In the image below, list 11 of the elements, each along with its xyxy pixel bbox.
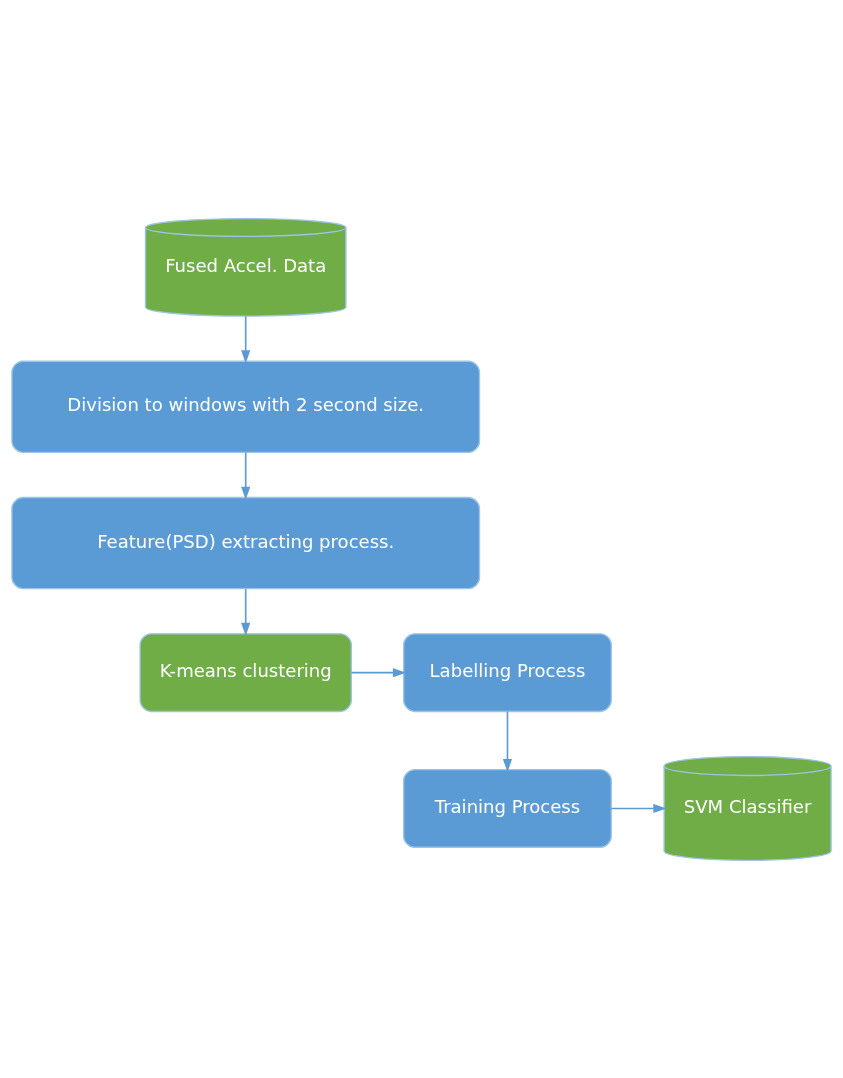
arrow <box>241 587 251 636</box>
arrow <box>350 667 407 677</box>
node-box: Labelling Process <box>403 632 612 712</box>
node-box: K-means clustering <box>139 632 352 712</box>
arrow <box>610 803 667 813</box>
node-box: Division to windows with 2 second size. <box>11 360 481 453</box>
arrow <box>502 710 513 772</box>
node-box: Feature(PSD) extracting process. <box>11 496 481 589</box>
arrow <box>241 315 251 363</box>
node-box: Training Process <box>403 768 612 848</box>
arrow <box>241 451 251 500</box>
